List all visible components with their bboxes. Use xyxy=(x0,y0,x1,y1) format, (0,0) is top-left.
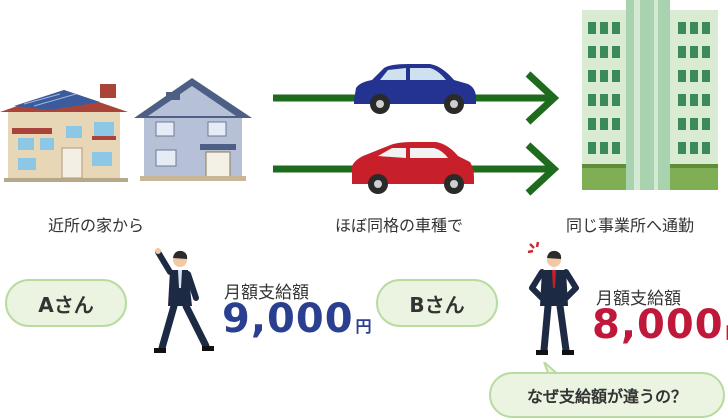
caption-car: ほぼ同格の車種で xyxy=(335,216,464,235)
blue-car-icon xyxy=(354,64,476,114)
house-left-illustration xyxy=(0,84,128,182)
person-b-label: Bさん xyxy=(376,279,498,327)
person-b-amount-unit: 円 xyxy=(726,323,728,342)
person-a-amount-value: 9,000 xyxy=(222,296,354,342)
person-a-name: Aさん xyxy=(38,292,94,317)
person-a-salary-label: 月額支給額 xyxy=(224,283,309,303)
businessman-angry-illustration xyxy=(527,241,579,355)
caption-commute: 同じ事業所へ通勤 xyxy=(566,216,695,235)
person-b-name: Bさん xyxy=(409,292,465,317)
person-a-amount-unit: 円 xyxy=(355,317,373,336)
person-b-salary-label: 月額支給額 xyxy=(596,289,681,309)
caption-from-home: 近所の家から xyxy=(48,216,145,235)
red-car-icon xyxy=(352,142,474,194)
question-speech-bubble: なぜ支給額が違うの？ xyxy=(489,372,725,418)
person-a-label: Aさん xyxy=(5,279,127,327)
house-right-illustration xyxy=(134,78,252,181)
businessman-walking-illustration xyxy=(154,248,214,353)
person-b-amount-value: 8,000 xyxy=(592,302,724,348)
question-text: なぜ支給額が違うの？ xyxy=(526,387,687,406)
office-building-illustration xyxy=(582,0,718,190)
